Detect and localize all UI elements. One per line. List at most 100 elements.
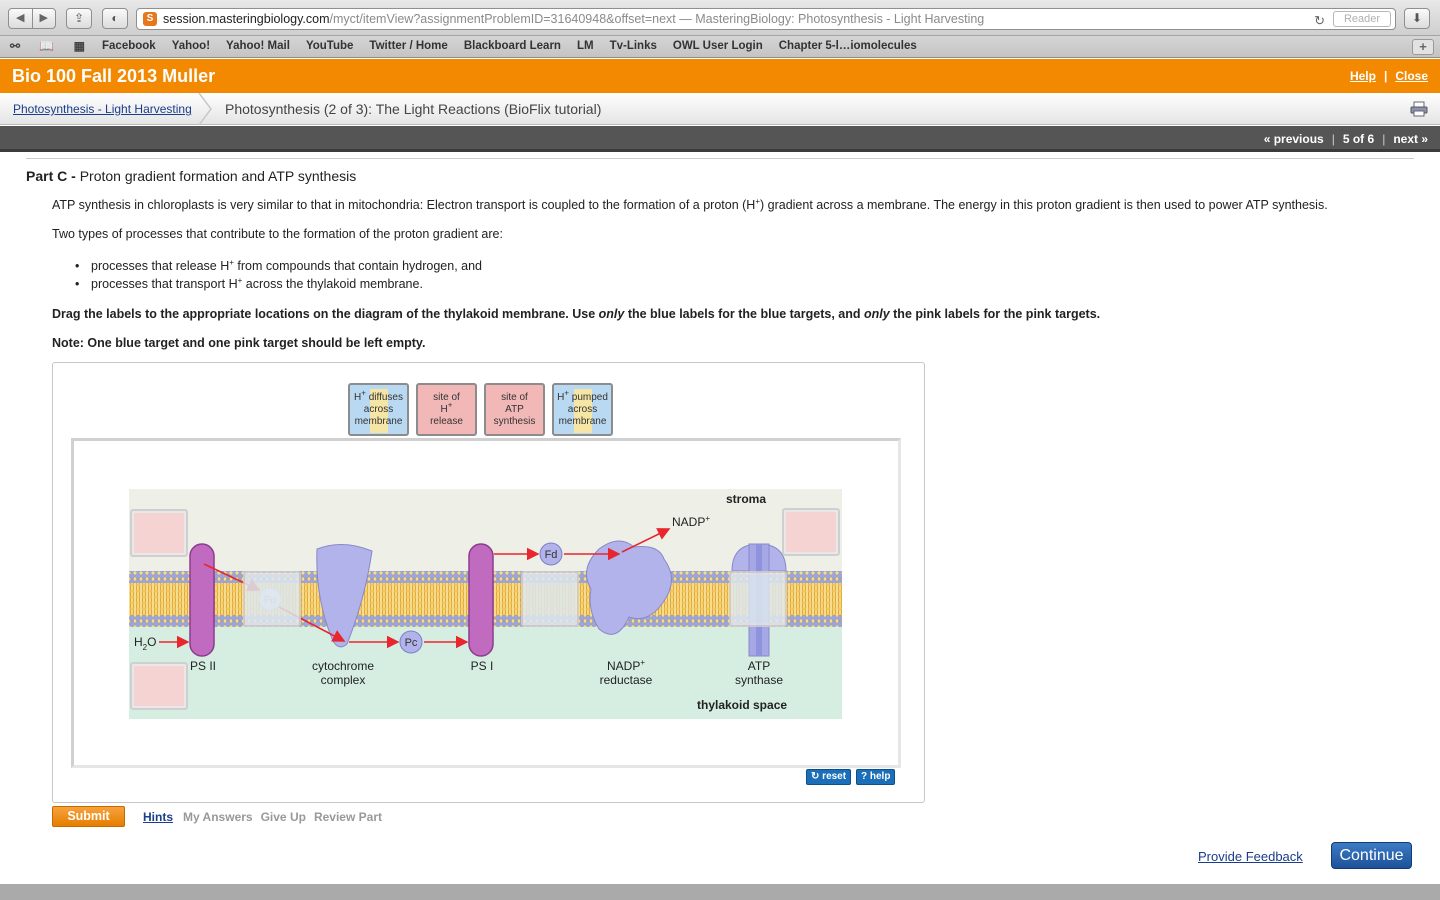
drop-target-pink[interactable] bbox=[782, 508, 840, 556]
label-site-h-release[interactable]: site of H+ release bbox=[416, 383, 477, 436]
pc-label: Pc bbox=[405, 637, 418, 649]
cytochrome-protein bbox=[316, 544, 373, 648]
list-item: processes that transport H+ across the t… bbox=[75, 276, 482, 291]
reductase-label: reductase bbox=[600, 673, 653, 687]
fd-label: Fd bbox=[545, 549, 558, 561]
pager-bar: « previous|5 of 6|next » bbox=[0, 126, 1440, 152]
bookmark-item[interactable]: OWL User Login bbox=[672, 40, 763, 52]
fd-carrier bbox=[539, 542, 563, 566]
bookmark-item[interactable]: YouTube bbox=[305, 40, 354, 52]
bookmark-item[interactable]: Twitter / Home bbox=[369, 40, 448, 52]
reset-icon: ↻ bbox=[811, 771, 823, 782]
url-host: session.masteringbiology.com bbox=[163, 12, 330, 26]
browser-toolbar: ◀ ▶ ⇪ ◐ S session.masteringbiology.com/m… bbox=[0, 0, 1440, 36]
url-page-title: — MasteringBiology: Photosynthesis - Lig… bbox=[675, 12, 985, 26]
part-title: Part C - Proton gradient formation and A… bbox=[26, 168, 357, 184]
hints-link[interactable]: Hints bbox=[143, 810, 173, 824]
drop-target-blue[interactable] bbox=[243, 571, 301, 627]
review-part-link[interactable]: Review Part bbox=[313, 810, 382, 824]
bookmark-item[interactable]: Blackboard Learn bbox=[463, 40, 561, 52]
reload-icon[interactable]: ↻ bbox=[1314, 13, 1325, 28]
next-link[interactable]: next » bbox=[1393, 132, 1428, 146]
atp-label: ATP bbox=[748, 659, 770, 673]
bookmark-item[interactable]: Yahoo! bbox=[171, 40, 211, 52]
label-text: release bbox=[430, 415, 463, 427]
process-list: processes that release H+ from compounds… bbox=[75, 258, 482, 295]
back-forward-buttons[interactable]: ◀ ▶ bbox=[8, 8, 56, 29]
psii-label: PS II bbox=[190, 659, 216, 673]
back-icon[interactable]: ◀ bbox=[16, 12, 25, 24]
label-text: across bbox=[567, 403, 598, 415]
bookmark-item[interactable]: LM bbox=[576, 40, 594, 52]
print-icon[interactable] bbox=[1410, 101, 1428, 117]
help-link[interactable]: Help bbox=[1349, 69, 1376, 83]
label-text: H+ diffuses bbox=[354, 388, 403, 403]
reading-list-icon[interactable]: ⚯ 📖 ▦ bbox=[10, 39, 94, 53]
breadcrumb-parent-link[interactable]: Photosynthesis - Light Harvesting bbox=[13, 102, 192, 116]
nadp-plus-label: NADP+ bbox=[672, 514, 710, 529]
label-site-atp-synthesis[interactable]: site of ATP synthesis bbox=[484, 383, 545, 436]
label-text: membrane bbox=[354, 415, 403, 427]
label-text: across bbox=[363, 403, 394, 415]
forward-icon[interactable]: ▶ bbox=[31, 9, 56, 28]
drop-target-blue[interactable] bbox=[729, 571, 787, 627]
label-text: H+ pumped bbox=[557, 388, 608, 403]
psi-label: PS I bbox=[471, 659, 494, 673]
label-h-pumped[interactable]: H+ pumped across membrane bbox=[552, 383, 613, 436]
thylakoid-space-label: thylakoid space bbox=[697, 698, 787, 712]
pager-separator: | bbox=[1331, 132, 1335, 146]
provide-feedback-link[interactable]: Provide Feedback bbox=[1198, 849, 1303, 864]
downloads-icon[interactable]: ⬇ bbox=[1404, 8, 1430, 29]
label-text: membrane bbox=[558, 415, 607, 427]
help-button[interactable]: ? help bbox=[856, 769, 896, 785]
window-bottom-bar bbox=[0, 884, 1440, 900]
previous-link[interactable]: « previous bbox=[1263, 132, 1324, 146]
types-intro: Two types of processes that contribute t… bbox=[52, 227, 503, 241]
bookmark-item[interactable]: Facebook bbox=[102, 40, 156, 52]
privacy-icon[interactable]: ◐ bbox=[102, 8, 128, 29]
label-h-diffuses[interactable]: H+ diffuses across membrane bbox=[348, 383, 409, 436]
bookmark-item[interactable]: Yahoo! Mail bbox=[226, 40, 290, 52]
label-text: site of bbox=[433, 391, 460, 403]
help-icon: ? bbox=[861, 771, 870, 782]
add-bookmark-icon[interactable]: + bbox=[1412, 39, 1434, 55]
label-text: H+ bbox=[440, 400, 453, 415]
give-up-link[interactable]: Give Up bbox=[260, 810, 306, 824]
submit-button[interactable]: Submit bbox=[52, 806, 125, 827]
header-separator: | bbox=[1383, 69, 1388, 83]
nadp-reductase-protein bbox=[586, 540, 672, 635]
label-text: ATP bbox=[505, 403, 524, 415]
page-position: 5 of 6 bbox=[1342, 132, 1375, 146]
share-icon[interactable]: ⇪ bbox=[66, 8, 92, 29]
page-title: Photosynthesis (2 of 3): The Light React… bbox=[225, 101, 602, 117]
my-answers-link[interactable]: My Answers bbox=[183, 810, 253, 824]
bookmark-list: Facebook Yahoo! Yahoo! Mail YouTube Twit… bbox=[102, 40, 933, 52]
site-favicon-icon: S bbox=[143, 12, 157, 26]
divider bbox=[26, 158, 1414, 159]
close-link[interactable]: Close bbox=[1395, 69, 1428, 83]
drop-target-pink[interactable] bbox=[130, 509, 188, 557]
complex-label: complex bbox=[321, 673, 366, 687]
label-text: synthesis bbox=[493, 415, 536, 427]
drop-target-blue[interactable] bbox=[521, 571, 579, 627]
breadcrumb: Photosynthesis - Light Harvesting Photos… bbox=[0, 93, 1440, 125]
instructions: Drag the labels to the appropriate locat… bbox=[52, 307, 1101, 321]
app-header: Bio 100 Fall 2013 Muller Help|Close bbox=[0, 59, 1440, 93]
nadp-reductase-label: NADP+ bbox=[607, 658, 645, 673]
cytochrome-label: cytochrome bbox=[312, 659, 374, 673]
continue-button[interactable]: Continue bbox=[1331, 842, 1412, 869]
breadcrumb-chevron-icon bbox=[198, 93, 212, 125]
label-text: site of bbox=[501, 391, 528, 403]
bookmark-item[interactable]: Chapter 5-l…iomolecules bbox=[778, 40, 917, 52]
reader-button[interactable]: Reader bbox=[1333, 11, 1391, 27]
stroma-label: stroma bbox=[726, 492, 766, 506]
reset-button[interactable]: ↻ reset bbox=[806, 769, 852, 785]
bookmark-item[interactable]: Tv-Links bbox=[609, 40, 657, 52]
note: Note: One blue target and one pink targe… bbox=[52, 336, 426, 350]
psi-protein bbox=[468, 543, 494, 657]
psii-protein bbox=[189, 543, 215, 657]
list-item: processes that release H+ from compounds… bbox=[75, 258, 482, 273]
address-bar[interactable]: S session.masteringbiology.com/myct/item… bbox=[136, 8, 1396, 30]
drop-target-pink[interactable] bbox=[130, 662, 188, 710]
up-arrow-icon bbox=[370, 389, 388, 433]
